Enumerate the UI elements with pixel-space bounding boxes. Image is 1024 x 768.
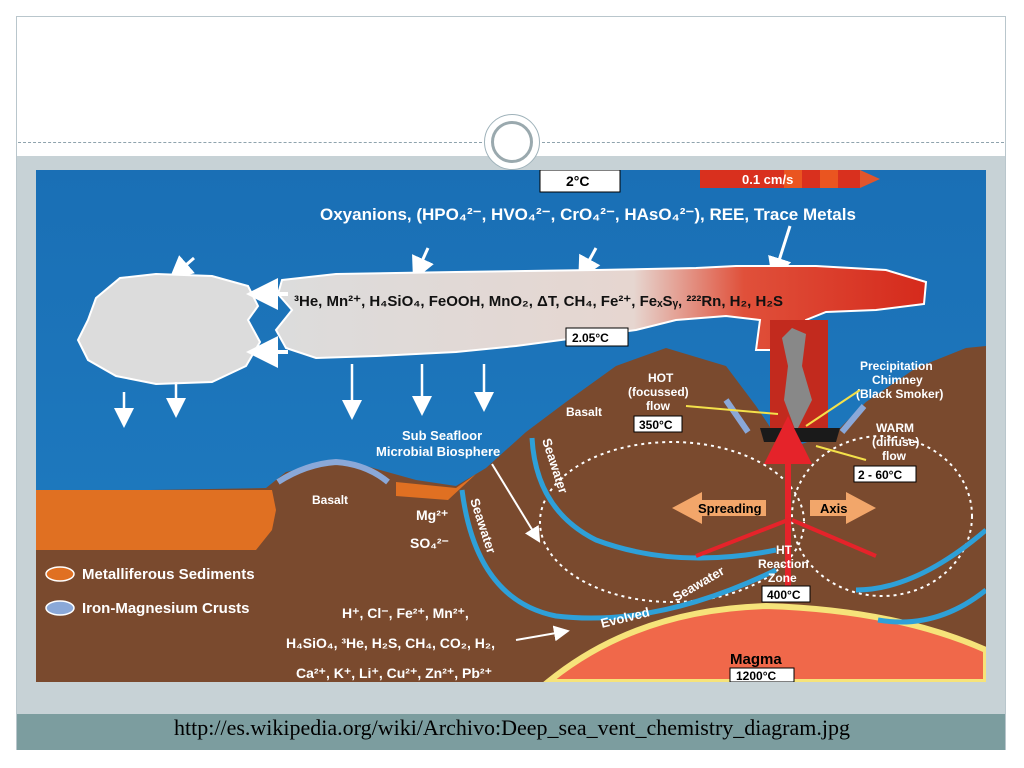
flow-rate-label: 0.1 cm/s (742, 172, 793, 187)
hot-flow-line3: flow (646, 399, 671, 413)
hot-flow-line1: HOT (648, 371, 674, 385)
hot-flow-line2: (focussed) (628, 385, 689, 399)
bottom-temp-box (539, 170, 621, 193)
metalliferous-sediment-left (36, 490, 276, 550)
spreading-arrow (672, 492, 766, 524)
convection-loop-left (539, 441, 805, 603)
magma-chamber (543, 602, 986, 682)
magma-temp-label: 1200°C (736, 669, 776, 682)
zone-label: Zone (768, 571, 797, 585)
basalt-right-label: Basalt (566, 405, 602, 419)
source-url-caption: http://es.wikipedia.org/wiki/Archivo:Dee… (174, 715, 850, 740)
smoke-column (782, 328, 812, 432)
biosphere-line2: Microbial Biosphere (376, 444, 500, 459)
magma-temp-box (729, 667, 795, 682)
basalt-left-label: Basalt (312, 493, 348, 507)
footer-bar (17, 714, 1005, 750)
hot-flow-temp-box (633, 415, 683, 433)
warm-flow-temp-label: 2 - 60°C (858, 468, 902, 482)
plume-species-label: ³He, Mn²⁺, H₄SiO₄, FeOOH, MnO₂, ΔT, CH₄,… (294, 293, 783, 310)
vent-chemistry-diagram: 0.1 cm/s 2°C Oxyanions, (HPO₄²⁻, HVO₄²⁻,… (36, 170, 986, 682)
chimney-line2: Chimney (872, 373, 923, 387)
ht-label: HT (776, 543, 793, 557)
chimney-line1: Precipitation (860, 359, 933, 373)
hydrothermal-plume (274, 265, 928, 360)
seawater-flow-a (529, 437, 777, 561)
legend-crusts-label: Iron-Magnesium Crusts (82, 600, 250, 617)
title-divider-right (542, 142, 1004, 143)
fluid-chem-line2: H₄SiO₄, ³He, H₂S, CH₄, CO₂, H₂, (286, 635, 495, 651)
legend-sediments-label: Metalliferous Sediments (82, 566, 255, 583)
mg-label: Mg²⁺ (416, 507, 448, 523)
plume-temp-label: 2.05°C (572, 331, 609, 345)
chimney-line3: (Black Smoker) (856, 387, 943, 401)
plume-temp-box (565, 327, 629, 347)
warm-flow-temp-box (853, 465, 917, 483)
ht-temp-box (761, 585, 811, 603)
warm-flow-line2: (diffuse) (872, 435, 919, 449)
magma-label: Magma (730, 651, 782, 668)
warm-flow-line3: flow (882, 449, 907, 463)
iron-magnesium-crust (276, 458, 390, 485)
hot-flow-temp-label: 350°C (639, 418, 673, 432)
so4-label: SO₄²⁻ (410, 535, 449, 551)
spreading-label: Spreading (698, 501, 762, 516)
fluid-chem-line3: Ca²⁺, K⁺, Li⁺, Cu²⁺, Zn²⁺, Pb²⁺ (296, 665, 492, 681)
axis-arrow (810, 492, 876, 524)
title-divider-left (18, 142, 482, 143)
axis-label: Axis (820, 501, 847, 516)
oxyanions-label: Oxyanions, (HPO₄²⁻, HVO₄²⁻, CrO₄²⁻, HAsO… (320, 205, 856, 224)
crust-legend-swatch (45, 600, 75, 616)
fluid-chem-line1: H⁺, Cl⁻, Fe²⁺, Mn²⁺, (342, 605, 469, 621)
circle-ornament-icon (484, 114, 540, 170)
reaction-label: Reaction (758, 557, 809, 571)
sediment-legend-swatch (45, 566, 75, 582)
bottom-temp-label: 2°C (566, 173, 590, 189)
seawater-flow-b (459, 489, 778, 621)
convection-loop-right (791, 435, 973, 597)
warm-flow-line1: WARM (876, 421, 914, 435)
ht-temp-label: 400°C (767, 588, 801, 602)
biosphere-line1: Sub Seafloor (402, 428, 482, 443)
detached-plume-cloud (76, 272, 262, 386)
